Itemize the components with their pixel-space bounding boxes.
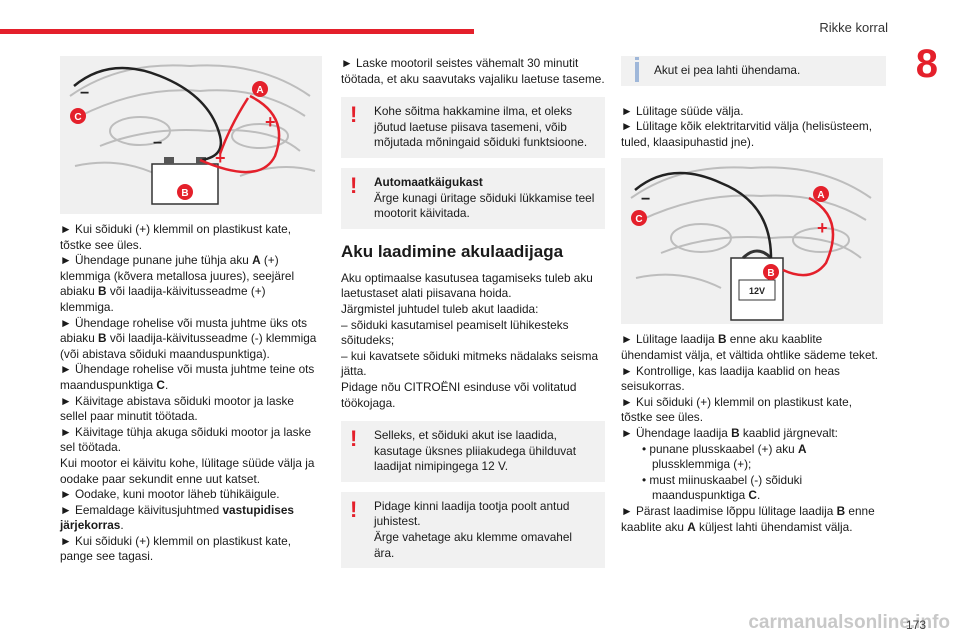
c1-p1: ► Kui sõiduki (+) klemmil on plastikust … <box>60 222 291 252</box>
c2-p1: ► Laske mootoril seistes vähemalt 30 min… <box>341 56 605 86</box>
warning-icon: ! <box>350 172 358 198</box>
c2-p5: – kui kavatsete sõiduki mitmeks nädalaks… <box>341 348 599 379</box>
c2-p4: – sõiduki kasutamisel peamiselt lühikest… <box>341 317 569 348</box>
jump-start-illustration: C A B + + − − <box>60 56 322 214</box>
info-box: Akut ei pea lahti ühendama. <box>621 56 886 86</box>
c3-p7: • punane plusskaabel (+) aku A plussklem… <box>642 441 807 472</box>
page-number: 173 <box>905 618 926 632</box>
label-a: A <box>817 190 824 201</box>
c1-p2: ► Ühendage punane juhe tühja aku A (+) k… <box>60 253 295 314</box>
watermark: carmanualsonline.info <box>748 612 950 633</box>
voltage-label: 12V <box>749 286 765 296</box>
chapter-number: 8 <box>915 42 938 86</box>
label-b: B <box>181 188 188 199</box>
warning-box-4: ! Pidage kinni laadija tootja poolt antu… <box>341 491 605 569</box>
c3-p9: ► Pärast laadimise lõppu lülitage laadij… <box>621 503 875 534</box>
c2-p2: Aku optimaalse kasutusea tagamiseks tule… <box>341 270 593 301</box>
minus-sign-2: − <box>153 135 162 152</box>
c3-p4: ► Kontrollige, kas laadija kaablid on he… <box>621 363 840 394</box>
warning-icon: ! <box>350 496 358 522</box>
c3-p5: ► Kui sõiduki (+) klemmil on plastikust … <box>621 394 852 425</box>
charger-illustration: 12V C A B + − <box>621 158 883 325</box>
section-heading: Aku laadimine akulaadijaga <box>341 241 564 261</box>
warning-icon: ! <box>350 426 358 452</box>
c3-p3: ► Lülitage laadija B enne aku kaablite ü… <box>621 332 879 362</box>
c1-p9: ► Eemaldage käivitusjuhtmed vastupidises… <box>60 502 294 533</box>
column-1: C A B + + − − ► Kui sõiduki (+) klemmil … <box>60 56 322 565</box>
warning-icon: ! <box>350 102 358 128</box>
warning-box-3: ! Selleks, et sõiduki akut ise laadida, … <box>341 421 605 482</box>
plus-sign-2: + <box>215 148 226 168</box>
label-c: C <box>74 112 81 123</box>
c1-p6: ► Käivitage tühja akuga sõiduki mootor j… <box>60 424 312 455</box>
c1-p7: Kui mootor ei käivitu kohe, lülitage süü… <box>60 455 315 486</box>
c3-p2: ► Lülitage kõik elektritarvitid välja (h… <box>621 119 872 149</box>
warning-box-1: ! Kohe sõitma hakkamine ilma, et oleks j… <box>341 97 605 158</box>
info-icon <box>635 57 639 82</box>
c1-p10: ► Kui sõiduki (+) klemmil on plastikust … <box>60 533 291 564</box>
c1-p8: ► Oodake, kuni mootor läheb tühikäigule. <box>60 487 280 502</box>
c1-p4: ► Ühendage rohelise või musta juhtme tei… <box>60 362 315 392</box>
c2-p6: Pidage nõu CITROËNI esinduse või volitat… <box>341 379 577 410</box>
minus-sign: − <box>80 85 89 102</box>
c1-p5: ► Käivitage abistava sõiduki mootor ja l… <box>60 393 294 424</box>
header-accent-bar <box>0 29 474 34</box>
c2-p3: Järgmistel juhtudel tuleb akut laadida: <box>341 301 539 316</box>
charger-icon: 12V <box>730 249 784 322</box>
c1-p3: ► Ühendage rohelise või musta juhtme üks… <box>60 315 317 361</box>
minus-sign: − <box>641 191 650 208</box>
column-2: ► Laske mootoril seistes vähemalt 30 min… <box>341 56 605 578</box>
c3-p6: ► Ühendage laadija B kaablid järgnevalt: <box>621 425 838 440</box>
column-3: Akut ei pea lahti ühendama. ► Lülitage s… <box>621 56 886 535</box>
c3-p1: ► Lülitage süüde välja. <box>621 103 744 118</box>
warning-box-2: ! Automaatkäigukast Ärge kunagi üritage … <box>341 167 605 229</box>
plus-sign: + <box>817 218 828 238</box>
c3-p8: • must miinuskaabel (-) sõiduki maandusp… <box>642 472 803 503</box>
plus-sign: + <box>265 112 276 132</box>
section-title: Rikke korral <box>819 20 888 35</box>
label-b: B <box>767 268 774 279</box>
label-c: C <box>635 214 642 225</box>
label-a: A <box>256 85 263 96</box>
